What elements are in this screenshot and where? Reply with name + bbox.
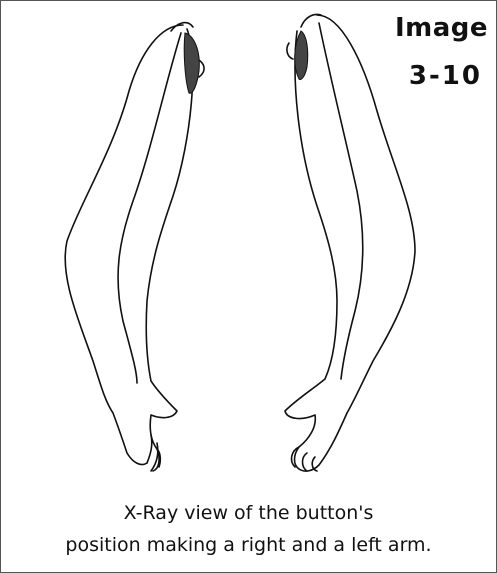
right-arm-drawing [65,23,204,471]
left-arm-drawing [285,15,415,472]
right-arm-button [184,33,199,93]
arms-drawing [1,1,496,501]
caption-line-1: X-Ray view of the button's [1,497,496,529]
caption: X-Ray view of the button's position maki… [1,497,496,561]
caption-line-2: position making a right and a left arm. [1,529,496,561]
